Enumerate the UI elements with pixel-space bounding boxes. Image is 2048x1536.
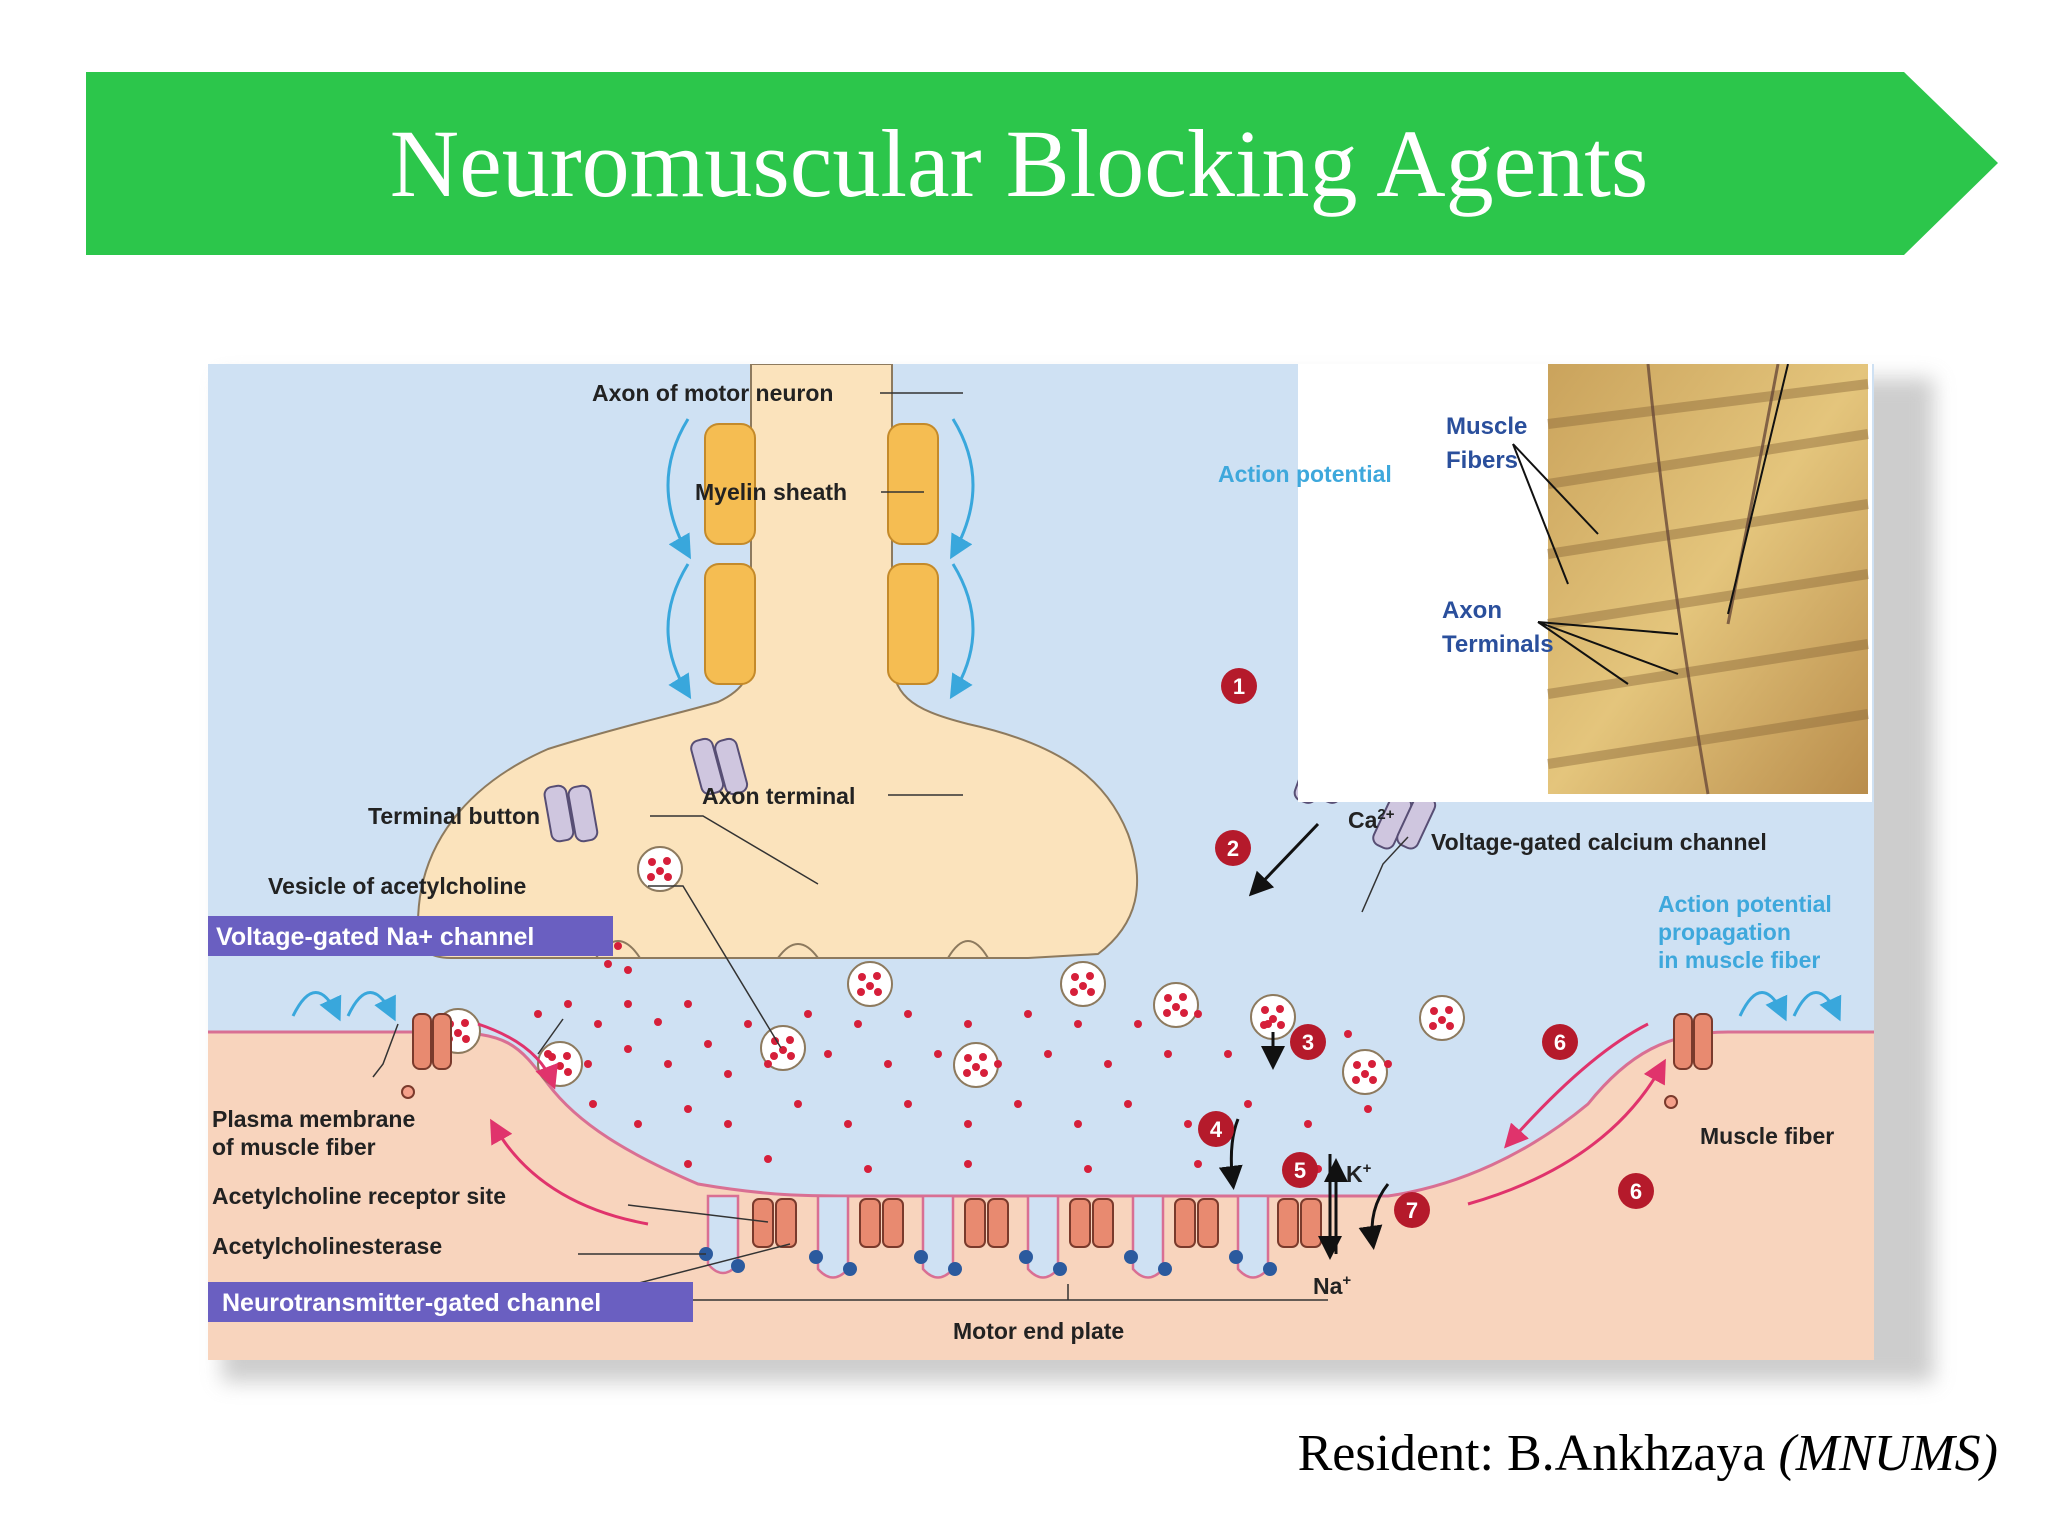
- label-voltage-ca-channel: Voltage-gated calcium channel: [1431, 829, 1767, 855]
- label-ach-receptor: Acetylcholine receptor site: [212, 1183, 506, 1209]
- label-sodium-ion: Na+: [1313, 1272, 1351, 1299]
- label-terminal-button: Terminal button: [368, 803, 540, 829]
- na-charge: +: [1342, 1272, 1351, 1289]
- k-charge: +: [1363, 1160, 1372, 1177]
- step-4: 4: [1210, 1117, 1223, 1142]
- label-nt-gated-channel: Neurotransmitter-gated channel: [222, 1289, 601, 1317]
- label-vesicle-ach: Vesicle of acetylcholine: [268, 873, 526, 899]
- muscle-fiber-inset: [1298, 363, 1872, 802]
- label-myelin-sheath: Myelin sheath: [695, 479, 847, 505]
- process-arrows: [1218, 822, 1390, 1260]
- inset-label-muscle-line2: Fibers: [1446, 447, 1518, 474]
- label-voltage-na-channel: Voltage-gated Na+ channel: [216, 923, 534, 951]
- step-1: 1: [1233, 674, 1245, 699]
- label-motor-end-plate: Motor end plate: [953, 1318, 1124, 1344]
- label-plasma-membrane-line2: of muscle fiber: [212, 1134, 376, 1160]
- step-2: 2: [1227, 836, 1239, 861]
- voltage-gated-na-channels: [401, 1013, 1713, 1109]
- author-affiliation: (MNUMS): [1778, 1425, 1998, 1482]
- ca-charge: 2+: [1377, 806, 1394, 823]
- depolarization-spread-arrows: [477, 1022, 1666, 1226]
- step-numbers: 1 2 3 4 5 6 6 7: [1210, 674, 1642, 1223]
- label-potassium-ion: K+: [1346, 1160, 1372, 1187]
- inset-label-axon-line1: Axon: [1442, 597, 1502, 624]
- slide-title: Neuromuscular Blocking Agents: [389, 110, 1649, 217]
- author-credit: Resident: B.Ankhzaya (MNUMS): [1298, 1424, 1998, 1483]
- step-6-b: 6: [1630, 1179, 1642, 1204]
- na-symbol: Na: [1313, 1273, 1343, 1299]
- author-name: Resident: B.Ankhzaya: [1297, 1425, 1766, 1482]
- label-calcium-ion: Ca2+: [1348, 806, 1395, 833]
- nicotinic-receptor-channels: [752, 1198, 1322, 1248]
- label-ap-muscle-line1: Action potential: [1658, 891, 1832, 917]
- step-6-a: 6: [1554, 1030, 1566, 1055]
- label-muscle-fiber: Muscle fiber: [1700, 1123, 1834, 1149]
- title-banner: Neuromuscular Blocking Agents: [86, 72, 1998, 255]
- step-7: 7: [1406, 1198, 1418, 1223]
- label-axon-motor-neuron: Axon of motor neuron: [592, 380, 833, 406]
- label-action-potential: Action potential: [1218, 461, 1392, 487]
- inset-label-axon-line2: Terminals: [1442, 631, 1554, 658]
- label-ap-muscle-line2: propagation: [1658, 919, 1791, 945]
- inset-label-muscle-line1: Muscle: [1446, 413, 1527, 440]
- k-symbol: K: [1346, 1161, 1363, 1187]
- label-acetylcholinesterase: Acetylcholinesterase: [212, 1233, 442, 1259]
- acetylcholinesterase-dots: [699, 1247, 1277, 1276]
- banner-arrow-shape: [86, 72, 1998, 255]
- action-potential-arrows: [666, 418, 975, 700]
- label-ap-muscle-line3: in muscle fiber: [1658, 947, 1820, 973]
- muscle-action-potential-arrows: [291, 991, 1842, 1022]
- nmj-diagram: 1 2 3 4 5 6 6 7 Axon of motor neuron Mye…: [208, 363, 1874, 1360]
- step-3: 3: [1302, 1030, 1314, 1055]
- micrograph-image: [1548, 364, 1868, 794]
- nt-gated-channel-label-box: [208, 1282, 693, 1322]
- step-badges: [1198, 668, 1654, 1228]
- ca-symbol: Ca: [1348, 807, 1378, 833]
- step-5: 5: [1294, 1158, 1306, 1183]
- voltage-na-channel-label-box: [208, 916, 613, 956]
- myelin-sheath-segments: [704, 423, 939, 685]
- label-plasma-membrane-line1: Plasma membrane: [212, 1106, 415, 1132]
- neuromuscular-junction-figure: 1 2 3 4 5 6 6 7 Axon of motor neuron Mye…: [208, 363, 1874, 1360]
- label-axon-terminal: Axon terminal: [702, 783, 855, 809]
